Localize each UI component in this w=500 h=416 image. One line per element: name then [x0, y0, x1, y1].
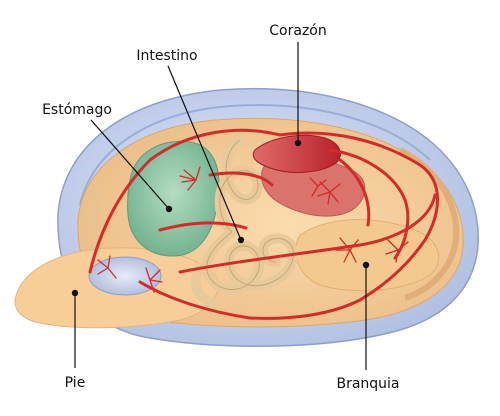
stomach	[127, 140, 220, 257]
shell-rim	[79, 104, 431, 206]
leader-dots	[71, 139, 370, 297]
label-stomach: Estómago	[42, 102, 112, 118]
label-foot: Pie	[65, 375, 86, 391]
label-gill: Branquia	[336, 376, 399, 392]
front-fold	[89, 187, 105, 243]
capillaries	[97, 166, 409, 293]
leader-lines	[74, 42, 367, 370]
label-intestine: Intestino	[136, 48, 197, 64]
heart	[252, 134, 341, 173]
label-heart: Corazón	[269, 23, 326, 39]
gill	[295, 219, 440, 292]
